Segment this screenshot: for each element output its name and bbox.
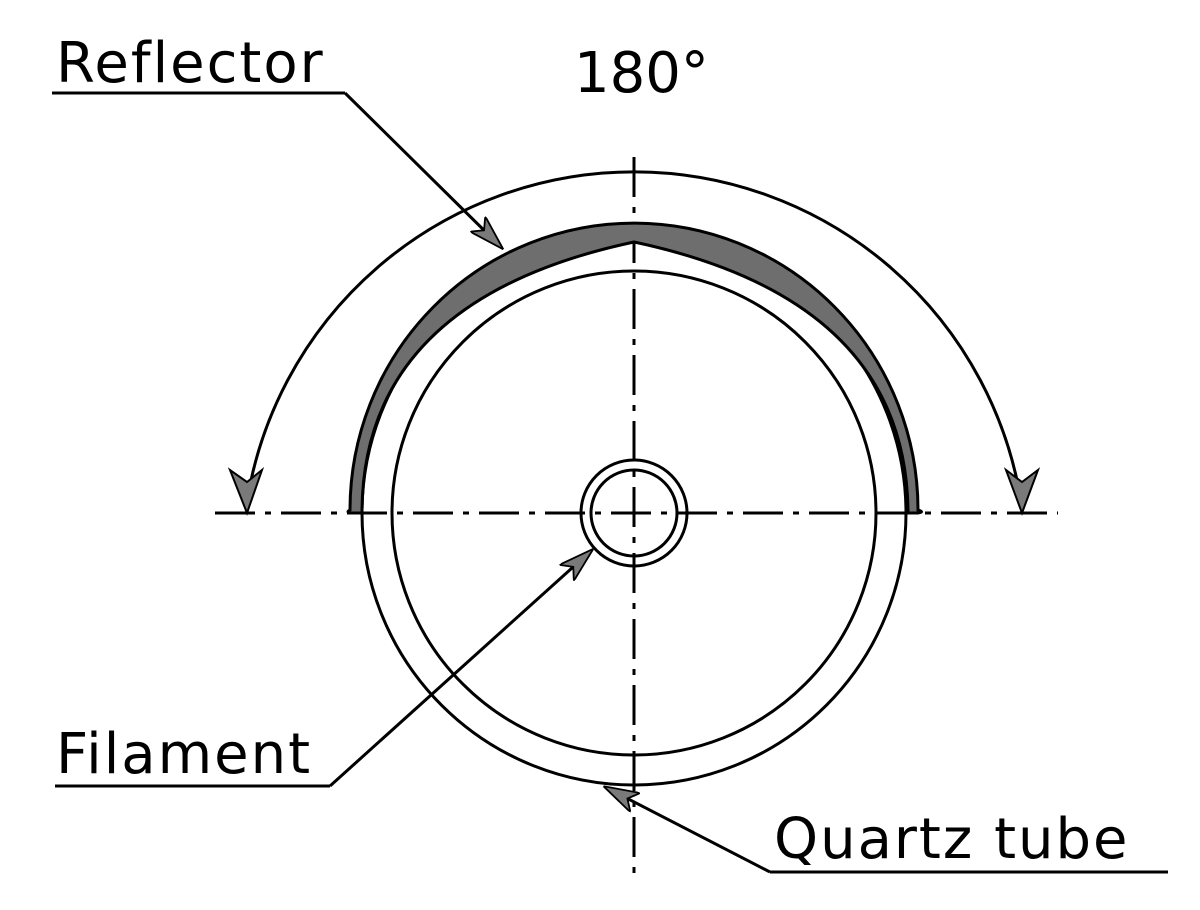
filament-inner-circle [589, 468, 679, 558]
quartz-tube-leader-line [605, 787, 771, 874]
angle-arrowhead-left [227, 467, 265, 516]
filament-label: Filament [56, 722, 312, 787]
filament-leader-line [328, 550, 592, 788]
angle-arrowhead-right [1003, 467, 1041, 516]
reflector-label: Reflector [56, 31, 325, 96]
angle-dimension-arc [244, 170, 1024, 509]
reflector-leader-line [343, 91, 502, 248]
quartz-tube-inner-circle [390, 269, 878, 757]
quartz-tube-label: Quartz tube [774, 807, 1130, 872]
filament-outer-circle [579, 458, 689, 568]
angle-label: 180° [574, 41, 709, 106]
reflector-shape [346, 221, 923, 515]
